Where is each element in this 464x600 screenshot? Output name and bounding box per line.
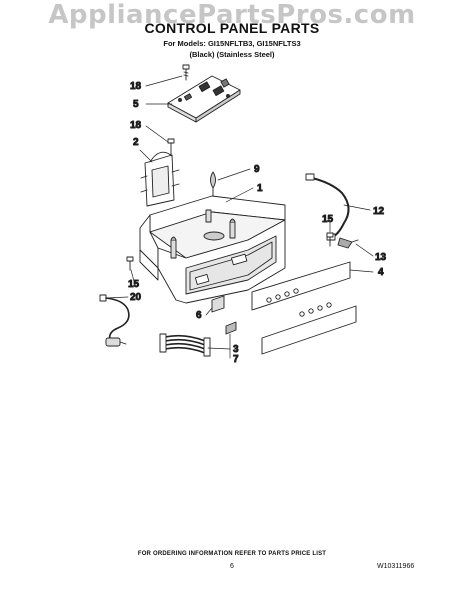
callout-7: 7 xyxy=(233,354,239,365)
connector-part-9 xyxy=(210,171,216,199)
clip-part-6 xyxy=(211,295,225,313)
callout-20: 20 xyxy=(130,292,142,303)
callout-18-top: 18 xyxy=(130,81,142,92)
sensor-part-13 xyxy=(337,237,359,249)
thermostat-part-20 xyxy=(99,294,130,347)
callout-9: 9 xyxy=(254,164,260,175)
page-number: 6 xyxy=(230,563,234,570)
screw-part-15-left xyxy=(126,256,134,271)
ribbon-harness-part-3 xyxy=(159,333,211,357)
callout-18-lower: 18 xyxy=(130,120,142,131)
page-title: CONTROL PANEL PARTS xyxy=(144,20,320,36)
ordering-note: FOR ORDERING INFORMATION REFER TO PARTS … xyxy=(137,551,327,557)
callout-12: 12 xyxy=(373,206,385,217)
control-board-part-5 xyxy=(167,75,241,123)
callout-4: 4 xyxy=(378,267,384,278)
screw-part-18-lower xyxy=(167,138,175,157)
control-housing-part-1 xyxy=(139,195,286,304)
control-panel-part-4 xyxy=(251,261,357,355)
panel-insert-part-7 xyxy=(225,321,237,335)
callout-15-right: 15 xyxy=(322,214,334,225)
wire-harness-part-12 xyxy=(305,173,350,241)
callout-13: 13 xyxy=(375,252,387,263)
callout-5: 5 xyxy=(133,99,139,110)
callout-2: 2 xyxy=(133,137,139,148)
callout-15-left: 15 xyxy=(128,279,140,290)
screw-part-15-right xyxy=(326,232,334,247)
screw-part-18-top xyxy=(182,64,190,81)
callout-3: 3 xyxy=(233,344,239,355)
models-line: For Models: GI15NFLTB3, GI15NFLTS3 xyxy=(163,39,301,48)
finishes-line: (Black) (Stainless Steel) xyxy=(189,50,275,59)
transformer-part-2 xyxy=(140,151,180,207)
leader-lines xyxy=(105,75,374,359)
callout-6: 6 xyxy=(196,310,202,321)
callout-1: 1 xyxy=(257,183,263,194)
document-number: W10311966 xyxy=(377,563,415,570)
